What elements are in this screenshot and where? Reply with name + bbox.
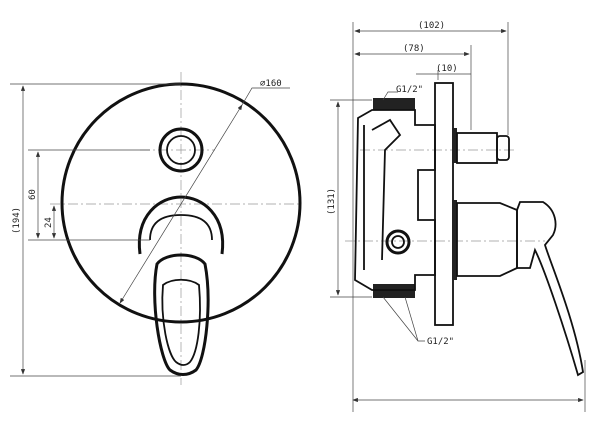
cartridge-sleeve: [456, 202, 518, 277]
dim-60: 60: [28, 189, 38, 200]
thread-top-label: G1/2": [396, 85, 423, 95]
dim-24: 24: [44, 217, 54, 228]
thread-bottom-label: G1/2": [427, 337, 454, 347]
depth-total-dimension: (102): [418, 21, 445, 31]
bottom-outlet-thread: [373, 284, 415, 298]
wall-flange: [434, 82, 454, 326]
valve-body: [354, 109, 436, 291]
diverter-stem: [496, 135, 510, 161]
front-view: (194) 60 24 ∅160: [10, 72, 302, 385]
height-131-dimension: (131): [327, 188, 337, 215]
top-inlet-thread: [373, 98, 415, 110]
depth-78-dimension: (78): [403, 44, 425, 54]
height-dimension: (194): [12, 207, 22, 234]
dim-10: (10): [436, 64, 458, 74]
diameter-dimension: ∅160: [260, 79, 282, 89]
side-view: (102) (78) (10) (131) G1/2": [327, 21, 586, 412]
side-lever-handle: [516, 201, 584, 377]
